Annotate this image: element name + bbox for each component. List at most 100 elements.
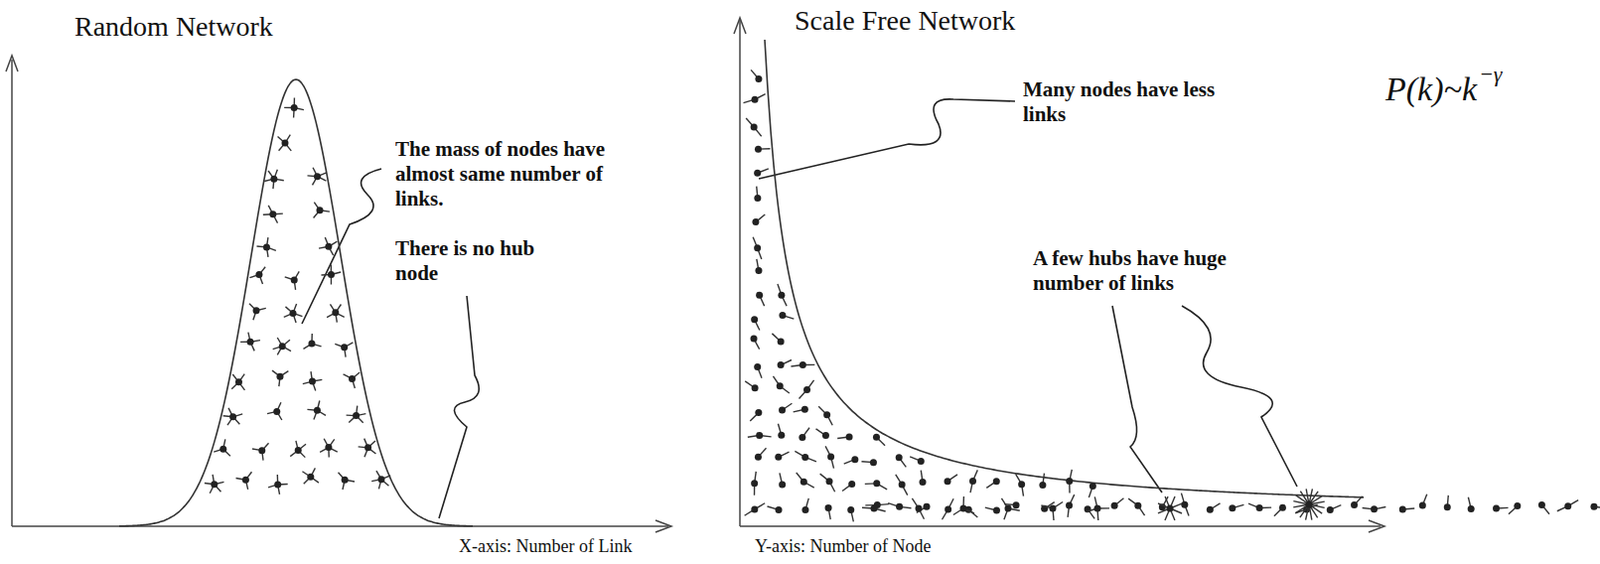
network-node (753, 186, 761, 202)
node-dot (750, 123, 758, 131)
node-dot (827, 453, 835, 461)
node-dot (1134, 502, 1142, 510)
network-node (301, 467, 318, 484)
node-dot (778, 311, 786, 319)
y-axis (738, 19, 741, 527)
network-node (777, 359, 792, 369)
network-node (240, 332, 261, 352)
node-dot (290, 309, 297, 317)
network-node (204, 474, 225, 494)
node-dot (993, 506, 1001, 514)
node-dot (870, 458, 877, 466)
network-node (816, 429, 830, 439)
network-node (285, 271, 299, 291)
network-node (985, 506, 1001, 514)
leader-line (301, 168, 382, 324)
network-node (231, 374, 245, 391)
network-node (1065, 494, 1075, 518)
node-dot (776, 382, 784, 390)
node-dot (1180, 501, 1188, 509)
network-node (1206, 503, 1221, 514)
network-node (941, 498, 954, 520)
network-node (911, 498, 924, 520)
node-dot (274, 480, 282, 488)
network-node (750, 315, 760, 330)
node-dot (777, 432, 785, 439)
network-node (895, 474, 908, 496)
node-dot (750, 315, 758, 323)
network-node (865, 479, 887, 490)
node-dot (235, 378, 243, 386)
node-dot (775, 506, 783, 514)
node-dot (751, 96, 759, 104)
network-node (749, 409, 762, 422)
x-axis (739, 525, 1381, 528)
node-dot (255, 271, 263, 279)
network-node (861, 458, 876, 466)
node-dot (777, 338, 785, 346)
axis-arrowhead (655, 520, 672, 533)
network-node (944, 474, 958, 485)
node-dot (1306, 501, 1313, 509)
network-node (1228, 504, 1244, 512)
node-dot (290, 277, 298, 285)
network-node (887, 503, 911, 511)
node-dot (1049, 505, 1057, 513)
node-dot (270, 175, 278, 183)
node-dot (1111, 502, 1119, 510)
node-dot (324, 243, 332, 251)
network-node (302, 371, 323, 391)
node-dot (1094, 505, 1102, 513)
network-node (750, 69, 762, 83)
node-dot (798, 434, 806, 441)
network-node (346, 406, 367, 424)
network-node (750, 335, 760, 350)
node-dot (851, 455, 859, 463)
distribution-curves (119, 39, 1364, 527)
network-node (1180, 493, 1189, 517)
network-node (847, 506, 855, 522)
node-dot (800, 478, 808, 486)
network-node (313, 202, 330, 219)
network-node (1293, 488, 1324, 520)
node-dot (755, 291, 763, 299)
node-dot (229, 413, 237, 421)
node-dot (276, 373, 284, 381)
annotation: A few hubs have huge number of links (1032, 246, 1267, 296)
network-node (1128, 498, 1145, 516)
network-node (1444, 495, 1452, 511)
distribution-curve (764, 39, 1364, 498)
network-node (1274, 504, 1287, 517)
node-dot (308, 378, 316, 386)
node-dot (848, 480, 856, 488)
node-dot (915, 505, 923, 513)
node-dot (1492, 505, 1500, 513)
node-dot (348, 375, 356, 383)
network-node (1086, 496, 1110, 521)
node-dot (364, 443, 372, 451)
network-node (320, 265, 341, 286)
x-axis (11, 525, 669, 528)
network-node (790, 361, 815, 369)
node-dot (801, 453, 809, 461)
node-dot (1206, 506, 1214, 514)
leader-line (438, 295, 479, 519)
node-dot (777, 291, 785, 299)
network-node (798, 428, 810, 441)
network-node (753, 363, 762, 379)
node-dot (306, 473, 314, 481)
node-dot (919, 478, 927, 486)
network-node (236, 471, 253, 490)
node-dot (898, 481, 906, 489)
node-dot (826, 477, 834, 485)
network-node (264, 169, 285, 189)
node-dot (258, 446, 266, 454)
node-dot (324, 443, 332, 451)
node-dot (273, 408, 281, 416)
node-dot (210, 480, 218, 488)
node-dot (219, 445, 227, 453)
network-node (213, 438, 231, 456)
network-node (1065, 469, 1073, 494)
node-dot (1513, 502, 1521, 510)
node-dot (1350, 501, 1358, 509)
